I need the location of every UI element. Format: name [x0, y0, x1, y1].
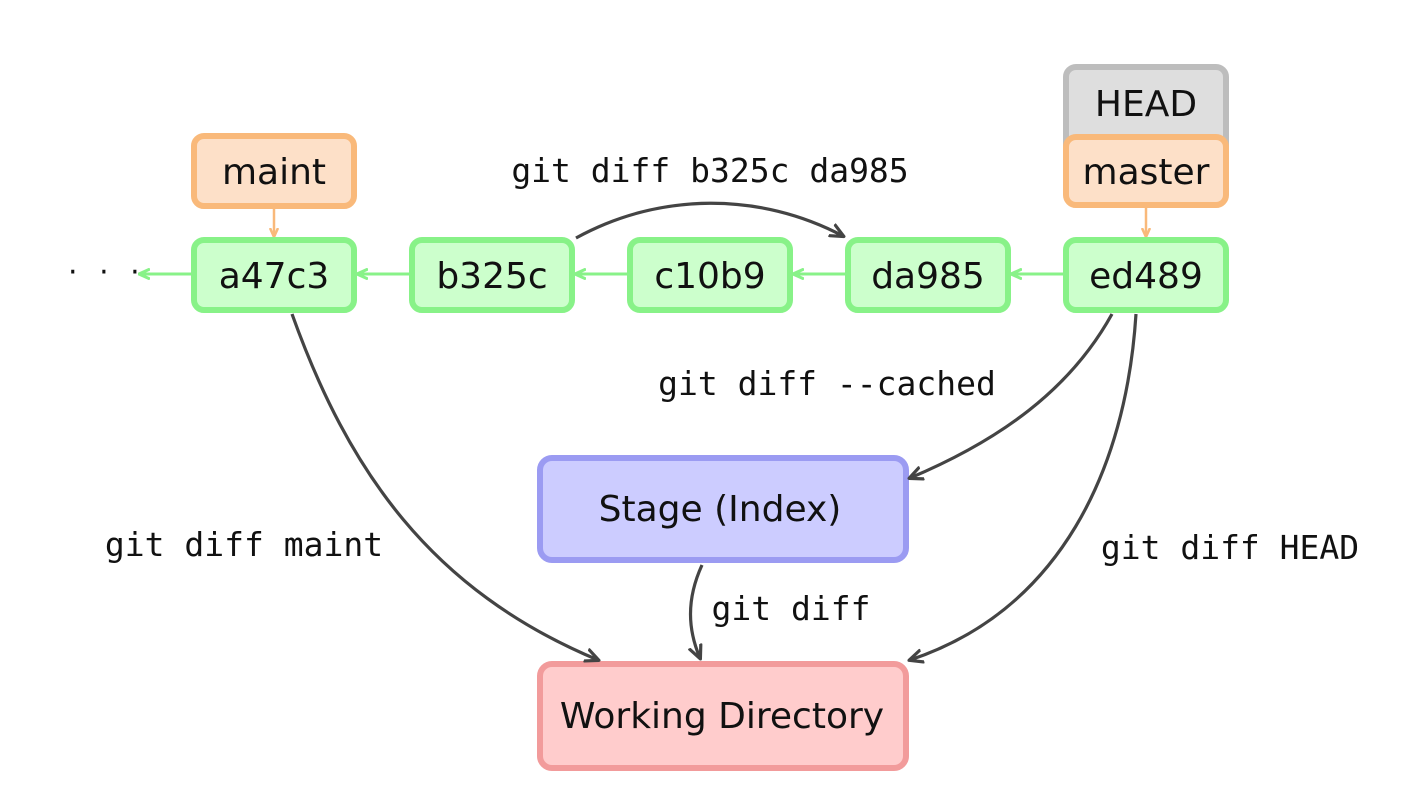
cmd-diff-commits: git diff b325c da985 [511, 151, 908, 190]
commit-label: c10b9 [654, 256, 765, 297]
head-ref-label: HEAD [1095, 84, 1197, 125]
commit-da985: da985 [845, 237, 1011, 313]
commit-label: b325c [436, 256, 547, 297]
history-ellipsis: · · · [68, 255, 146, 290]
commit-c10b9: c10b9 [627, 237, 793, 313]
diff-workdir-arrow [691, 564, 704, 658]
commit-b325c: b325c [409, 237, 575, 313]
cmd-diff-head: git diff HEAD [1101, 528, 1359, 567]
master-ref: master [1063, 134, 1229, 208]
working-directory-box: Working Directory [537, 661, 909, 771]
diff-maint-arrow [290, 313, 598, 660]
commit-label: ed489 [1089, 256, 1203, 297]
diff-head-arrow [910, 313, 1138, 660]
stage-index-box: Stage (Index) [537, 455, 909, 563]
cmd-diff: git diff [712, 589, 871, 628]
diff-commits-arrow [575, 201, 843, 240]
commit-ed489: ed489 [1063, 237, 1229, 313]
stage-index-label: Stage (Index) [599, 489, 842, 530]
commit-a47c3: a47c3 [191, 237, 357, 313]
cmd-diff-maint: git diff maint [105, 525, 383, 564]
cmd-diff-cached: git diff --cached [658, 364, 996, 403]
commit-label: da985 [871, 256, 985, 297]
working-directory-label: Working Directory [560, 696, 884, 737]
maint-ref: maint [191, 133, 357, 209]
master-ref-label: master [1083, 152, 1210, 193]
diff-cached-arrow [910, 313, 1114, 478]
maint-ref-label: maint [222, 152, 326, 193]
commit-label: a47c3 [219, 256, 330, 297]
